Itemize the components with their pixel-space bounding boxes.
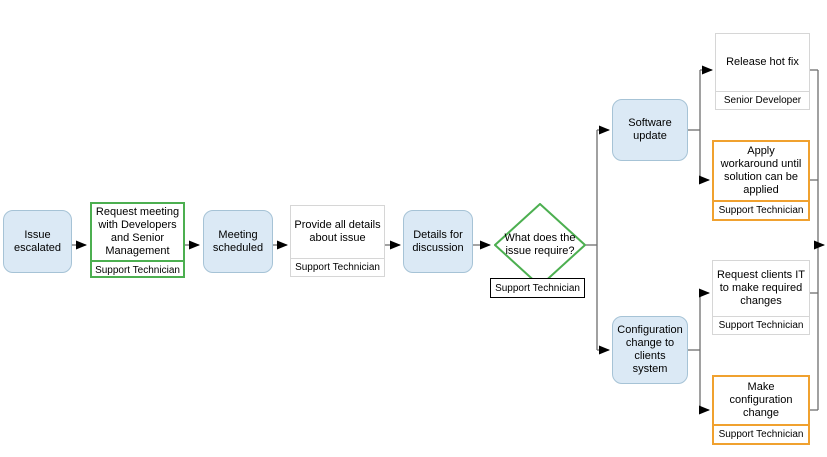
node-meeting-scheduled[interactable]: Meeting scheduled: [203, 210, 273, 273]
node-label: Meeting scheduled: [212, 228, 264, 254]
node-details-for-discussion[interactable]: Details for discussion: [403, 210, 473, 273]
decision-label: What does the issue require?: [504, 232, 576, 257]
node-label: Apply workaround until solution can be a…: [720, 145, 802, 196]
decision-role-label: Support Technician: [490, 278, 585, 298]
node-label: Request meeting with Developers and Seni…: [95, 206, 180, 257]
node-label: Configuration change to clients system: [617, 324, 683, 375]
node-provide-details[interactable]: Provide all details about issue Support …: [290, 205, 385, 277]
node-label: Make configuration change: [729, 381, 793, 419]
node-software-update[interactable]: Software update: [612, 99, 688, 161]
node-configuration-change[interactable]: Configuration change to clients system: [612, 316, 688, 384]
node-apply-workaround[interactable]: Apply workaround until solution can be a…: [712, 140, 810, 221]
node-issue-escalated[interactable]: Issue escalated: [3, 210, 72, 273]
node-request-clients-it[interactable]: Request clients IT to make required chan…: [712, 260, 810, 335]
role-label: Support Technician: [713, 316, 809, 334]
role-label: Support Technician: [291, 258, 384, 276]
role-label: Support Technician: [714, 200, 808, 219]
node-label: Software update: [628, 117, 672, 142]
decision-what-does-issue-require[interactable]: What does the issue require?: [494, 203, 586, 287]
node-request-meeting[interactable]: Request meeting with Developers and Seni…: [90, 202, 185, 278]
node-label: Release hot fix: [726, 56, 799, 68]
node-make-configuration-change[interactable]: Make configuration change Support Techni…: [712, 375, 810, 445]
role-label: Support Technician: [714, 424, 808, 443]
node-release-hot-fix[interactable]: Release hot fix Senior Developer: [715, 33, 810, 110]
role-label: Senior Developer: [716, 91, 809, 109]
node-label: Details for discussion: [412, 228, 464, 254]
role-label: Support Technician: [92, 260, 183, 279]
node-label: Provide all details about issue: [294, 219, 381, 244]
node-label: Request clients IT to make required chan…: [716, 269, 806, 307]
node-label: Issue escalated: [13, 228, 62, 254]
